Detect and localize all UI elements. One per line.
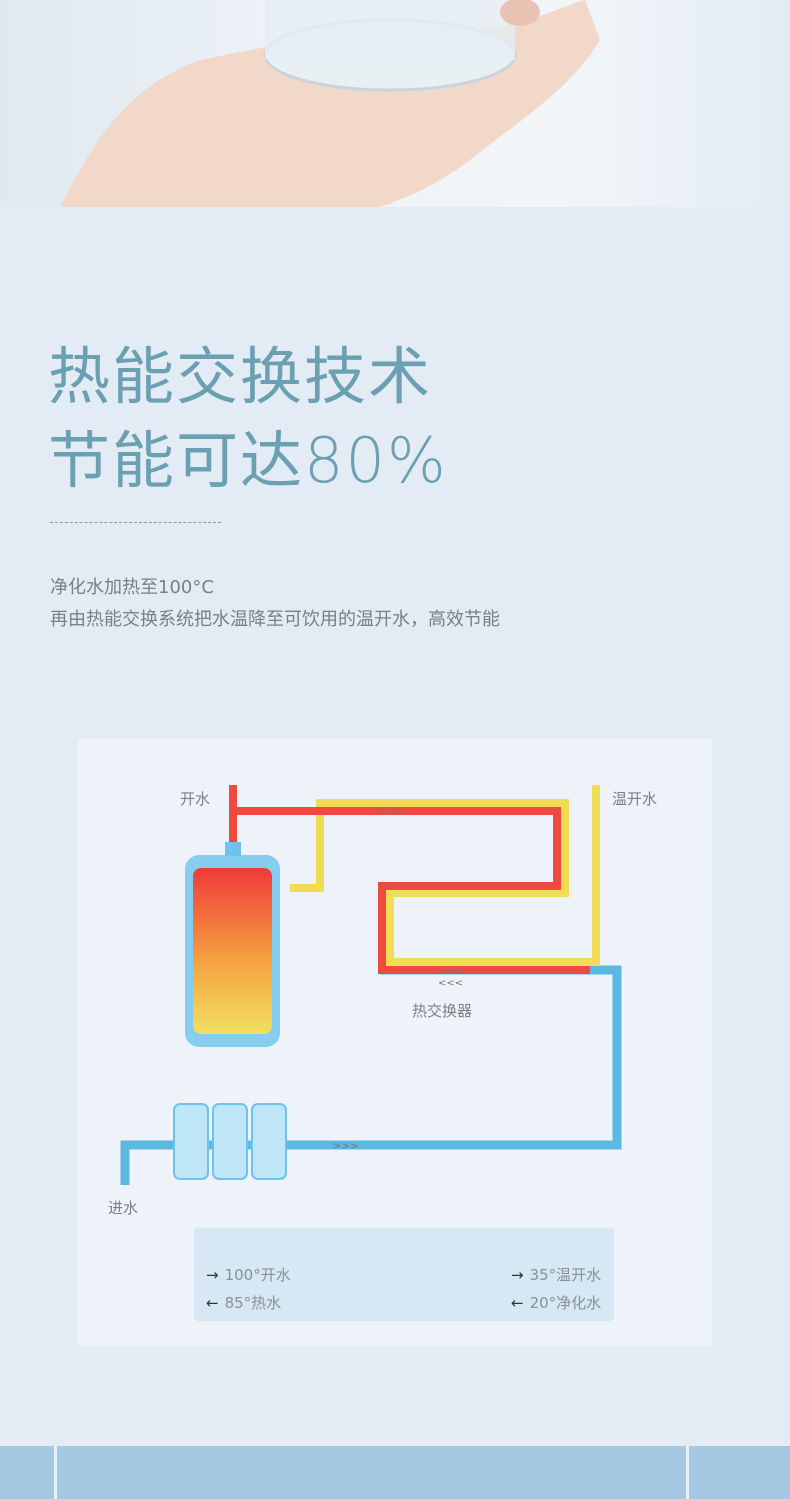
- description-line-2: 再由热能交换系统把水温降至可饮用的温开水，高效节能: [50, 609, 500, 630]
- description-line-1: 净化水加热至100°C: [50, 577, 214, 598]
- legend-item: →35°温开水: [511, 1266, 602, 1284]
- legend-item: ←85°热水: [206, 1294, 282, 1312]
- label-heat-exchanger: 热交换器: [412, 1002, 473, 1020]
- label-water-inlet: 进水: [108, 1199, 139, 1217]
- legend-item: ←20°净化水: [511, 1294, 602, 1312]
- hero-photo-glass-in-hand: [0, 0, 790, 207]
- flow-direction-arrows: >>> >>> <<< >>>: [333, 807, 463, 1152]
- headline-line-1: 热能交换技术: [48, 340, 433, 413]
- label-warm-water: 温开水: [612, 790, 658, 808]
- svg-text:>>>: >>>: [438, 966, 463, 977]
- svg-text:>>>: >>>: [333, 1141, 358, 1152]
- label-boiling-water: 开水: [180, 790, 211, 808]
- arrow-right-icon: →: [511, 1266, 524, 1284]
- arrow-left-icon: ←: [206, 1294, 219, 1312]
- temperature-legend: [194, 1228, 614, 1321]
- svg-text:<<<: <<<: [438, 978, 463, 989]
- headline-line-2: 节能可达80%: [48, 424, 448, 497]
- filter-cartridges-icon: [173, 1103, 287, 1180]
- hand-holding-glass-illustration: [60, 0, 600, 207]
- arrow-left-icon: ←: [511, 1294, 524, 1312]
- arrow-right-icon: →: [206, 1266, 219, 1284]
- legend-item: →100°开水: [206, 1266, 291, 1284]
- hot-water-pipe: [229, 785, 590, 974]
- next-section-banner: [0, 1446, 790, 1499]
- water-heater-tank-icon: [185, 842, 280, 1047]
- svg-text:>>>: >>>: [378, 807, 403, 818]
- warm-water-pipe: [290, 785, 600, 966]
- dotted-divider: [50, 522, 221, 523]
